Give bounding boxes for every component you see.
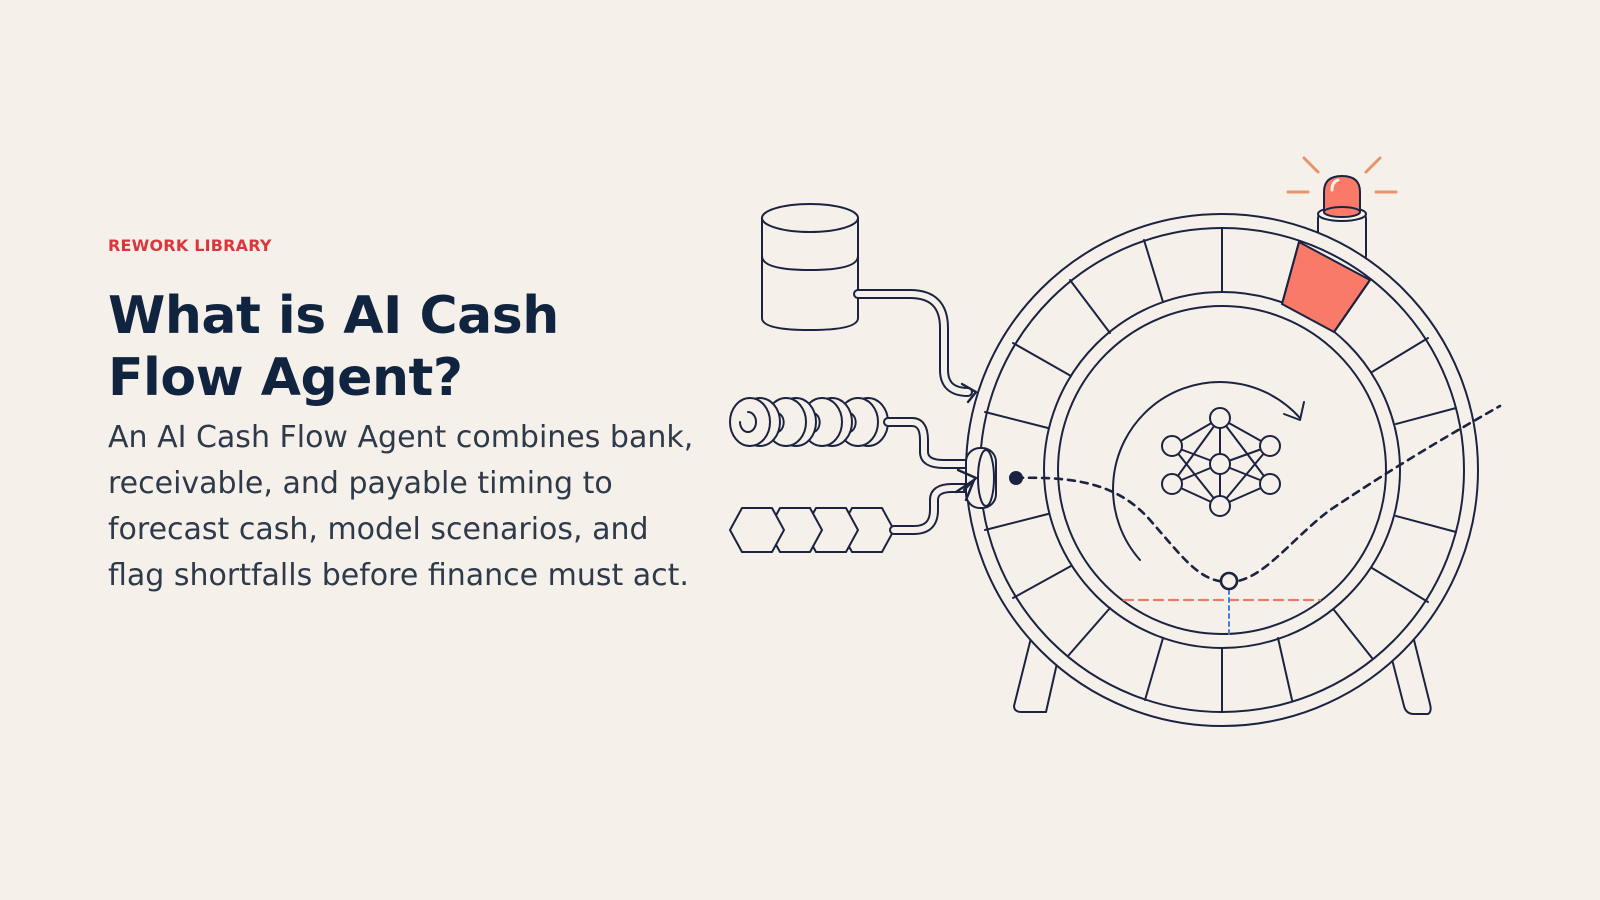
page-description: An AI Cash Flow Agent combines bank, rec…: [108, 420, 694, 593]
neural-network-icon: [1161, 407, 1281, 517]
forecast-low-point: [1219, 571, 1239, 591]
intake-port: [954, 447, 997, 509]
database-cylinder-icon: [761, 203, 859, 331]
forecast-start-dot: [1009, 471, 1023, 485]
coin-stack-icon: [729, 397, 889, 447]
wheel-segment-dividers: [984, 227, 1457, 713]
rotation-arrow: [1112, 381, 1301, 561]
hexagon-chain-icon: [729, 507, 895, 553]
eyebrow-label: REWORK LIBRARY: [108, 236, 272, 255]
page-title: What is AI Cash Flow Agent?: [108, 286, 559, 408]
text-column: REWORK LIBRARY What is AI Cash Flow Agen…: [108, 236, 708, 599]
database-pipe-outline: [853, 289, 973, 397]
cash-flow-illustration: [729, 156, 1502, 727]
